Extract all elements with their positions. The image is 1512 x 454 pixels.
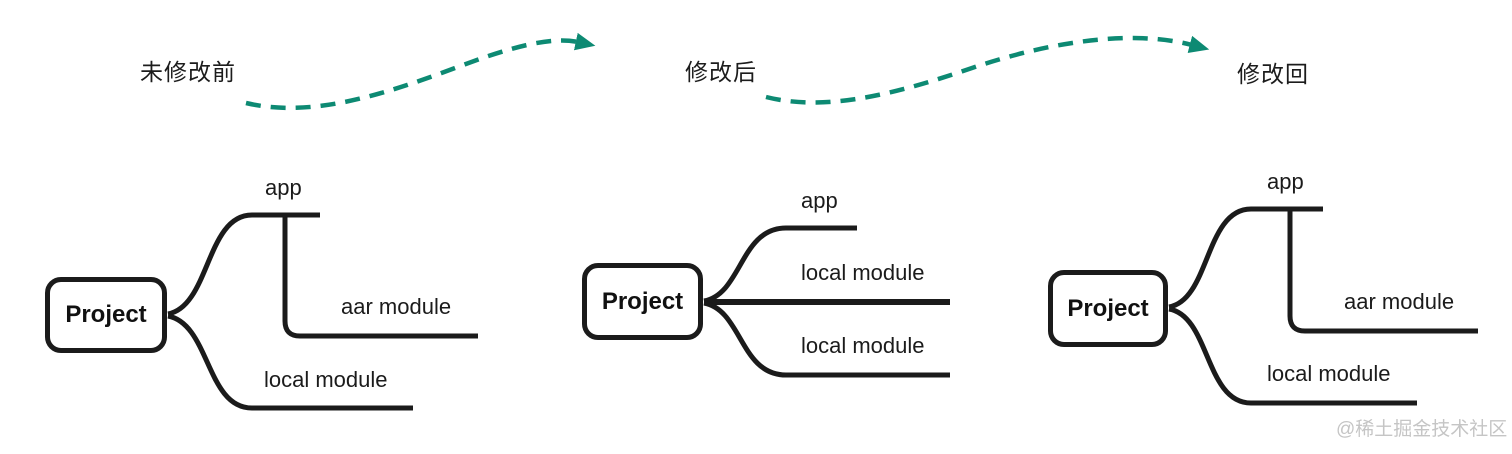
tree2-local-module-2-label: local module: [801, 333, 925, 358]
arrow-before-to-after: [245, 32, 596, 111]
tree1-project-node: Project: [45, 277, 167, 353]
tree3-app-label: app: [1267, 169, 1304, 194]
tree1-aar-module-label: aar module: [341, 294, 452, 319]
tree1-branch-aar-module: [282, 217, 478, 339]
arrow-after-to-back: [765, 35, 1210, 105]
tree1-local-module-label: local module: [264, 367, 388, 392]
tree3-branch-app: [1168, 206, 1323, 310]
tree2-branch-app: [703, 225, 857, 304]
tree2-app-label: app: [801, 188, 838, 213]
tree3-local-module-label: local module: [1267, 361, 1391, 386]
watermark-text: @稀土掘金技术社区: [1336, 419, 1508, 440]
tree1-branch-app: [167, 212, 320, 317]
stage-label-after: 修改后: [685, 59, 757, 85]
tree1-app-label: app: [265, 175, 302, 200]
stage-label-back: 修改回: [1237, 61, 1309, 87]
tree3-branch-local-module: [1168, 306, 1417, 406]
tree1-project-label: Project: [65, 301, 147, 328]
tree2-project-node: Project: [582, 263, 703, 340]
tree3-aar-module-label: aar module: [1344, 289, 1455, 314]
stage-label-before: 未修改前: [140, 59, 236, 85]
tree1-branch-local-module: [167, 313, 413, 411]
tree3-project-label: Project: [1067, 294, 1149, 322]
tree2-local-module-1-label: local module: [801, 260, 925, 285]
tree2-project-label: Project: [601, 287, 684, 315]
tree3-project-node: Project: [1048, 270, 1168, 347]
tree3-branch-aar-module: [1287, 211, 1478, 334]
tree2-branch-local-module-2: [703, 300, 950, 378]
